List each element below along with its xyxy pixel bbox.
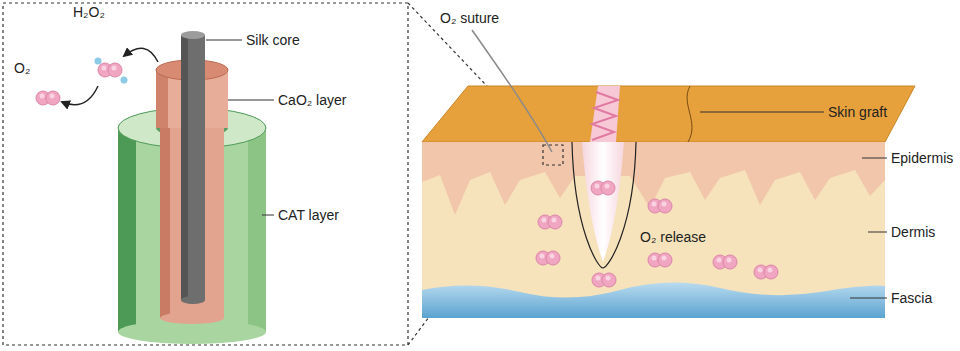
illustration-part: [422, 142, 885, 318]
illustration-part: [648, 253, 672, 267]
part-label: O₂ suture: [440, 10, 499, 26]
illustration-part: [754, 265, 778, 279]
part-label: Silk core: [246, 32, 300, 48]
illustration-part: [572, 142, 636, 268]
illustration-part: [248, 128, 266, 332]
molecule-label: O₂: [14, 60, 30, 76]
process-label: O₂ release: [640, 229, 706, 245]
molecule-label: H₂O₂: [73, 4, 105, 20]
skin-block: [422, 30, 915, 318]
illustration-part: [62, 86, 98, 105]
illustration-part: [592, 92, 618, 140]
illustration-part: [36, 91, 60, 105]
illustration-part: [868, 232, 887, 233]
illustration-part: [121, 77, 128, 84]
illustration-part: [160, 312, 224, 324]
illustration-part: [422, 170, 885, 318]
part-label: CAT layer: [278, 207, 339, 223]
illustration-part: [850, 298, 887, 299]
layer-label: Skin graft: [828, 104, 887, 120]
illustration-part: [181, 31, 205, 39]
illustration-part: [228, 100, 274, 101]
illustration-part: [713, 255, 737, 269]
suture-cross-section: [118, 31, 266, 344]
illustration-part: [590, 86, 620, 142]
illustration-part: [124, 48, 158, 62]
illustration-part: [95, 58, 102, 65]
illustration-part: [156, 70, 168, 128]
layer-label: Epidermis: [891, 150, 953, 166]
illustration-part: [422, 86, 915, 142]
layer-label: Fascia: [891, 290, 932, 306]
illustration-part: [648, 199, 672, 213]
oxygen-release: [536, 181, 778, 287]
illustration-part: [3, 3, 408, 345]
illustration-part: [206, 40, 242, 41]
illustration-part: [592, 273, 616, 287]
illustration-part: [687, 86, 692, 142]
illustration-part: [422, 282, 885, 318]
reaction: [36, 48, 158, 105]
illustration-part: [181, 35, 188, 300]
illustration-part: [472, 30, 552, 152]
part-label: CaO₂ layer: [278, 92, 346, 108]
illustration-part: [160, 128, 170, 318]
illustration-part: [262, 215, 274, 216]
illustration-part: [538, 215, 562, 229]
layer-label: Dermis: [891, 224, 935, 240]
illustration-part: [543, 145, 563, 165]
illustration-part: [862, 158, 887, 159]
leader-lines: [700, 112, 887, 298]
illustration-part: [536, 251, 560, 265]
illustration-part: [591, 181, 615, 195]
illustration-part: [700, 112, 824, 113]
illustration-part: [98, 63, 122, 77]
illustration-part: [181, 35, 205, 300]
illustration-part: [118, 128, 136, 332]
illustration-part: [181, 296, 205, 304]
leader-lines: [206, 40, 274, 215]
